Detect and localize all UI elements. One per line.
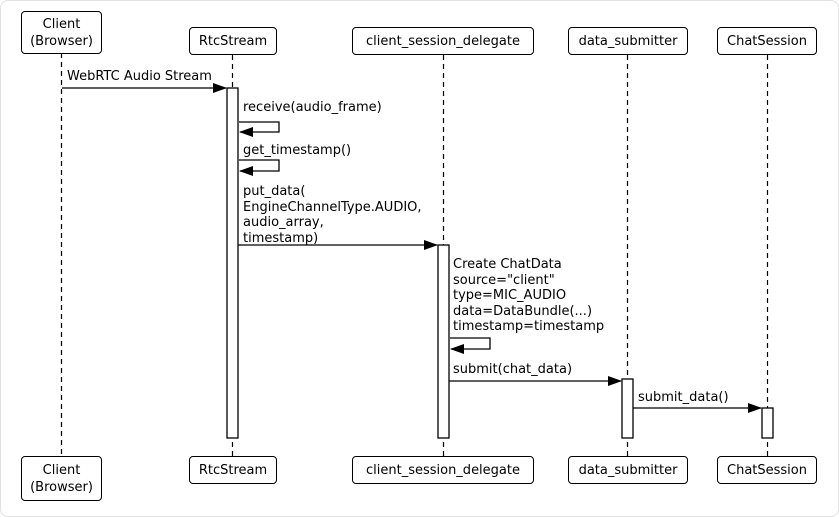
activation-client-session-delegate xyxy=(437,244,450,439)
message-label-submit: submit(chat_data) xyxy=(453,362,573,377)
participant-bottom-client-session-delegate: client_session_delegate xyxy=(352,456,534,484)
participant-bottom-rtc-stream: RtcStream xyxy=(189,456,277,484)
message-label-submit-data: submit_data() xyxy=(638,390,729,405)
participant-bottom-chat-session: ChatSession xyxy=(717,456,817,484)
participant-top-rtc-stream: RtcStream xyxy=(189,27,277,55)
message-label-create-chatdata: Create ChatData source="client" type=MIC… xyxy=(453,257,605,334)
message-arrow-create-chatdata-self xyxy=(450,337,491,354)
message-arrow-receive-self xyxy=(239,121,280,137)
activation-rtc-stream xyxy=(226,87,239,439)
message-label-receive: receive(audio_frame) xyxy=(243,100,382,115)
message-label-webrtc-audio-stream: WebRTC Audio Stream xyxy=(67,69,212,84)
participant-bottom-client-browser: Client (Browser) xyxy=(21,456,102,501)
message-label-get-timestamp: get_timestamp() xyxy=(243,143,352,158)
participant-top-chat-session: ChatSession xyxy=(717,27,817,55)
activation-data-submitter xyxy=(621,378,634,439)
message-arrow-get-timestamp-self xyxy=(239,159,280,176)
message-label-put-data: put_data( EngineChannelType.AUDIO, audio… xyxy=(243,184,422,246)
participant-top-client-session-delegate: client_session_delegate xyxy=(352,27,534,55)
participant-top-data-submitter: data_submitter xyxy=(568,27,688,55)
participant-bottom-data-submitter: data_submitter xyxy=(568,456,688,484)
participant-top-client-browser: Client (Browser) xyxy=(21,11,102,54)
activation-chat-session xyxy=(761,407,774,439)
